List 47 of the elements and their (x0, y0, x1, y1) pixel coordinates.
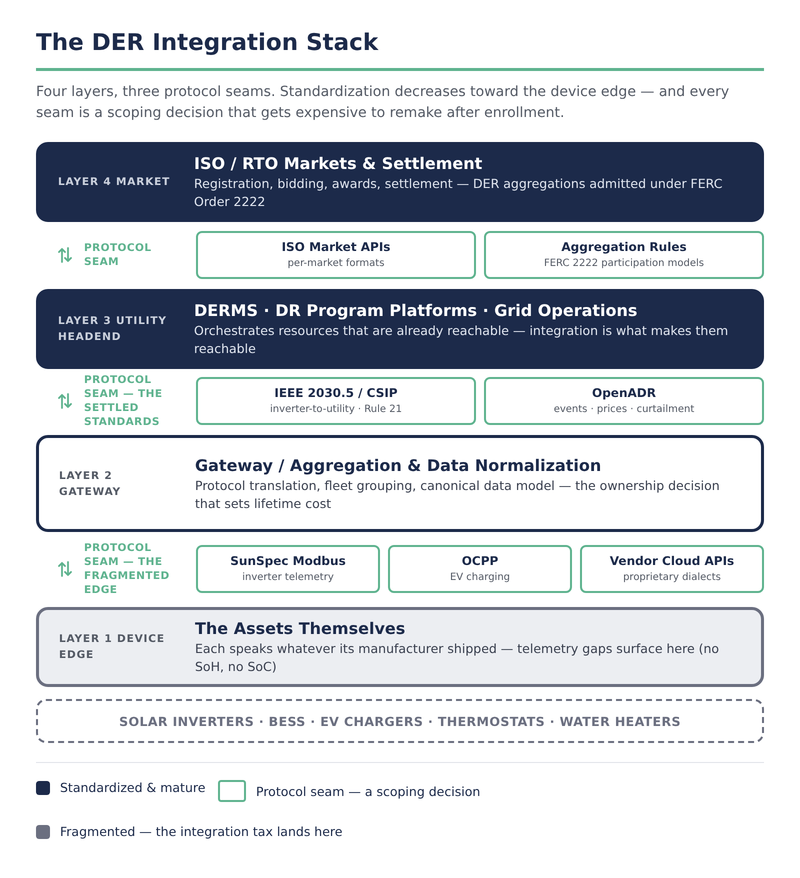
seam-label: PROTOCOL SEAM — THE SETTLED STANDARDS (84, 373, 164, 429)
protocol-card (484, 377, 764, 425)
protocol-note: FERC 2222 participation models (542, 257, 706, 271)
legend-label: Standardized & mature (60, 780, 206, 795)
layer-panel (36, 289, 764, 369)
protocol-card (196, 377, 476, 425)
seam-label: PROTOCOL SEAM (84, 241, 152, 269)
layer-title: DERMS · DR Program Platforms · Grid Operations (194, 300, 638, 322)
layer-panel (36, 142, 764, 222)
protocol-name: ISO Market APIs (280, 239, 392, 256)
device-list-band (36, 699, 764, 743)
layer-title: ISO / RTO Markets & Settlement (194, 153, 484, 175)
protocol-card (196, 545, 380, 593)
legend-label: Protocol seam — a scoping decision (256, 784, 480, 798)
protocol-note: events · prices · curtailment (552, 403, 696, 417)
layer-number: LAYER 1 DEVICE EDGE (59, 632, 166, 663)
protocol-name: OpenADR (591, 385, 657, 402)
protocol-card (196, 231, 476, 279)
layer-description: Registration, bidding, awards, settlement — DER aggregations admitted under FERC Order 2222 (194, 175, 724, 211)
protocol-card (388, 545, 572, 593)
protocol-name: Vendor Cloud APIs (608, 553, 736, 570)
legend-label: Fragmented — the integration tax lands here (60, 824, 342, 839)
layer-description: Protocol translation, fleet grouping, canonical data model — the ownership decision that sets lifetime cost (195, 476, 721, 512)
protocol-card (484, 231, 764, 279)
layer-description: Each speaks whatever its manufacturer shipped — telemetry gaps surface here (no SoH, no SoC) (195, 640, 720, 676)
protocol-name: Aggregation Rules (560, 239, 688, 256)
layer-title: The Assets Themselves (195, 618, 406, 640)
protocol-name: OCPP (460, 553, 500, 570)
subtitle: Four layers, three protocol seams. Standardization decreases toward the device edge — and every seam is a scoping decision that gets expensive to remake after enrollment. (36, 83, 730, 123)
protocol-note: EV charging (448, 571, 512, 585)
device-list: SOLAR INVERTERS · BESS · EV CHARGERS · THERMOSTATS · WATER HEATERS (119, 714, 681, 728)
layer-description: Orchestrates resources that are already reachable — integration is what makes them reachable (194, 322, 730, 358)
layer-panel (36, 435, 764, 532)
layer-panel (36, 607, 764, 687)
protocol-note: per-market formats (286, 257, 386, 271)
layer-number: LAYER 4 MARKET (58, 175, 172, 190)
protocol-name: SunSpec Modbus (229, 553, 347, 570)
protocol-note: proprietary dialects (622, 571, 722, 585)
protocol-name: IEEE 2030.5 / CSIP (273, 385, 399, 402)
seam-label: PROTOCOL SEAM — THE FRAGMENTED EDGE (84, 541, 171, 597)
layer-number: LAYER 2 GATEWAY (59, 468, 122, 500)
protocol-card (580, 545, 764, 593)
protocol-note: inverter-to-utility · Rule 21 (269, 403, 403, 417)
protocol-note: inverter telemetry (241, 571, 335, 585)
layer-number: LAYER 3 UTILITY HEADEND (58, 314, 168, 345)
layer-title: Gateway / Aggregation & Data Normalization (195, 454, 602, 476)
title: The DER Integration Stack (36, 30, 378, 56)
